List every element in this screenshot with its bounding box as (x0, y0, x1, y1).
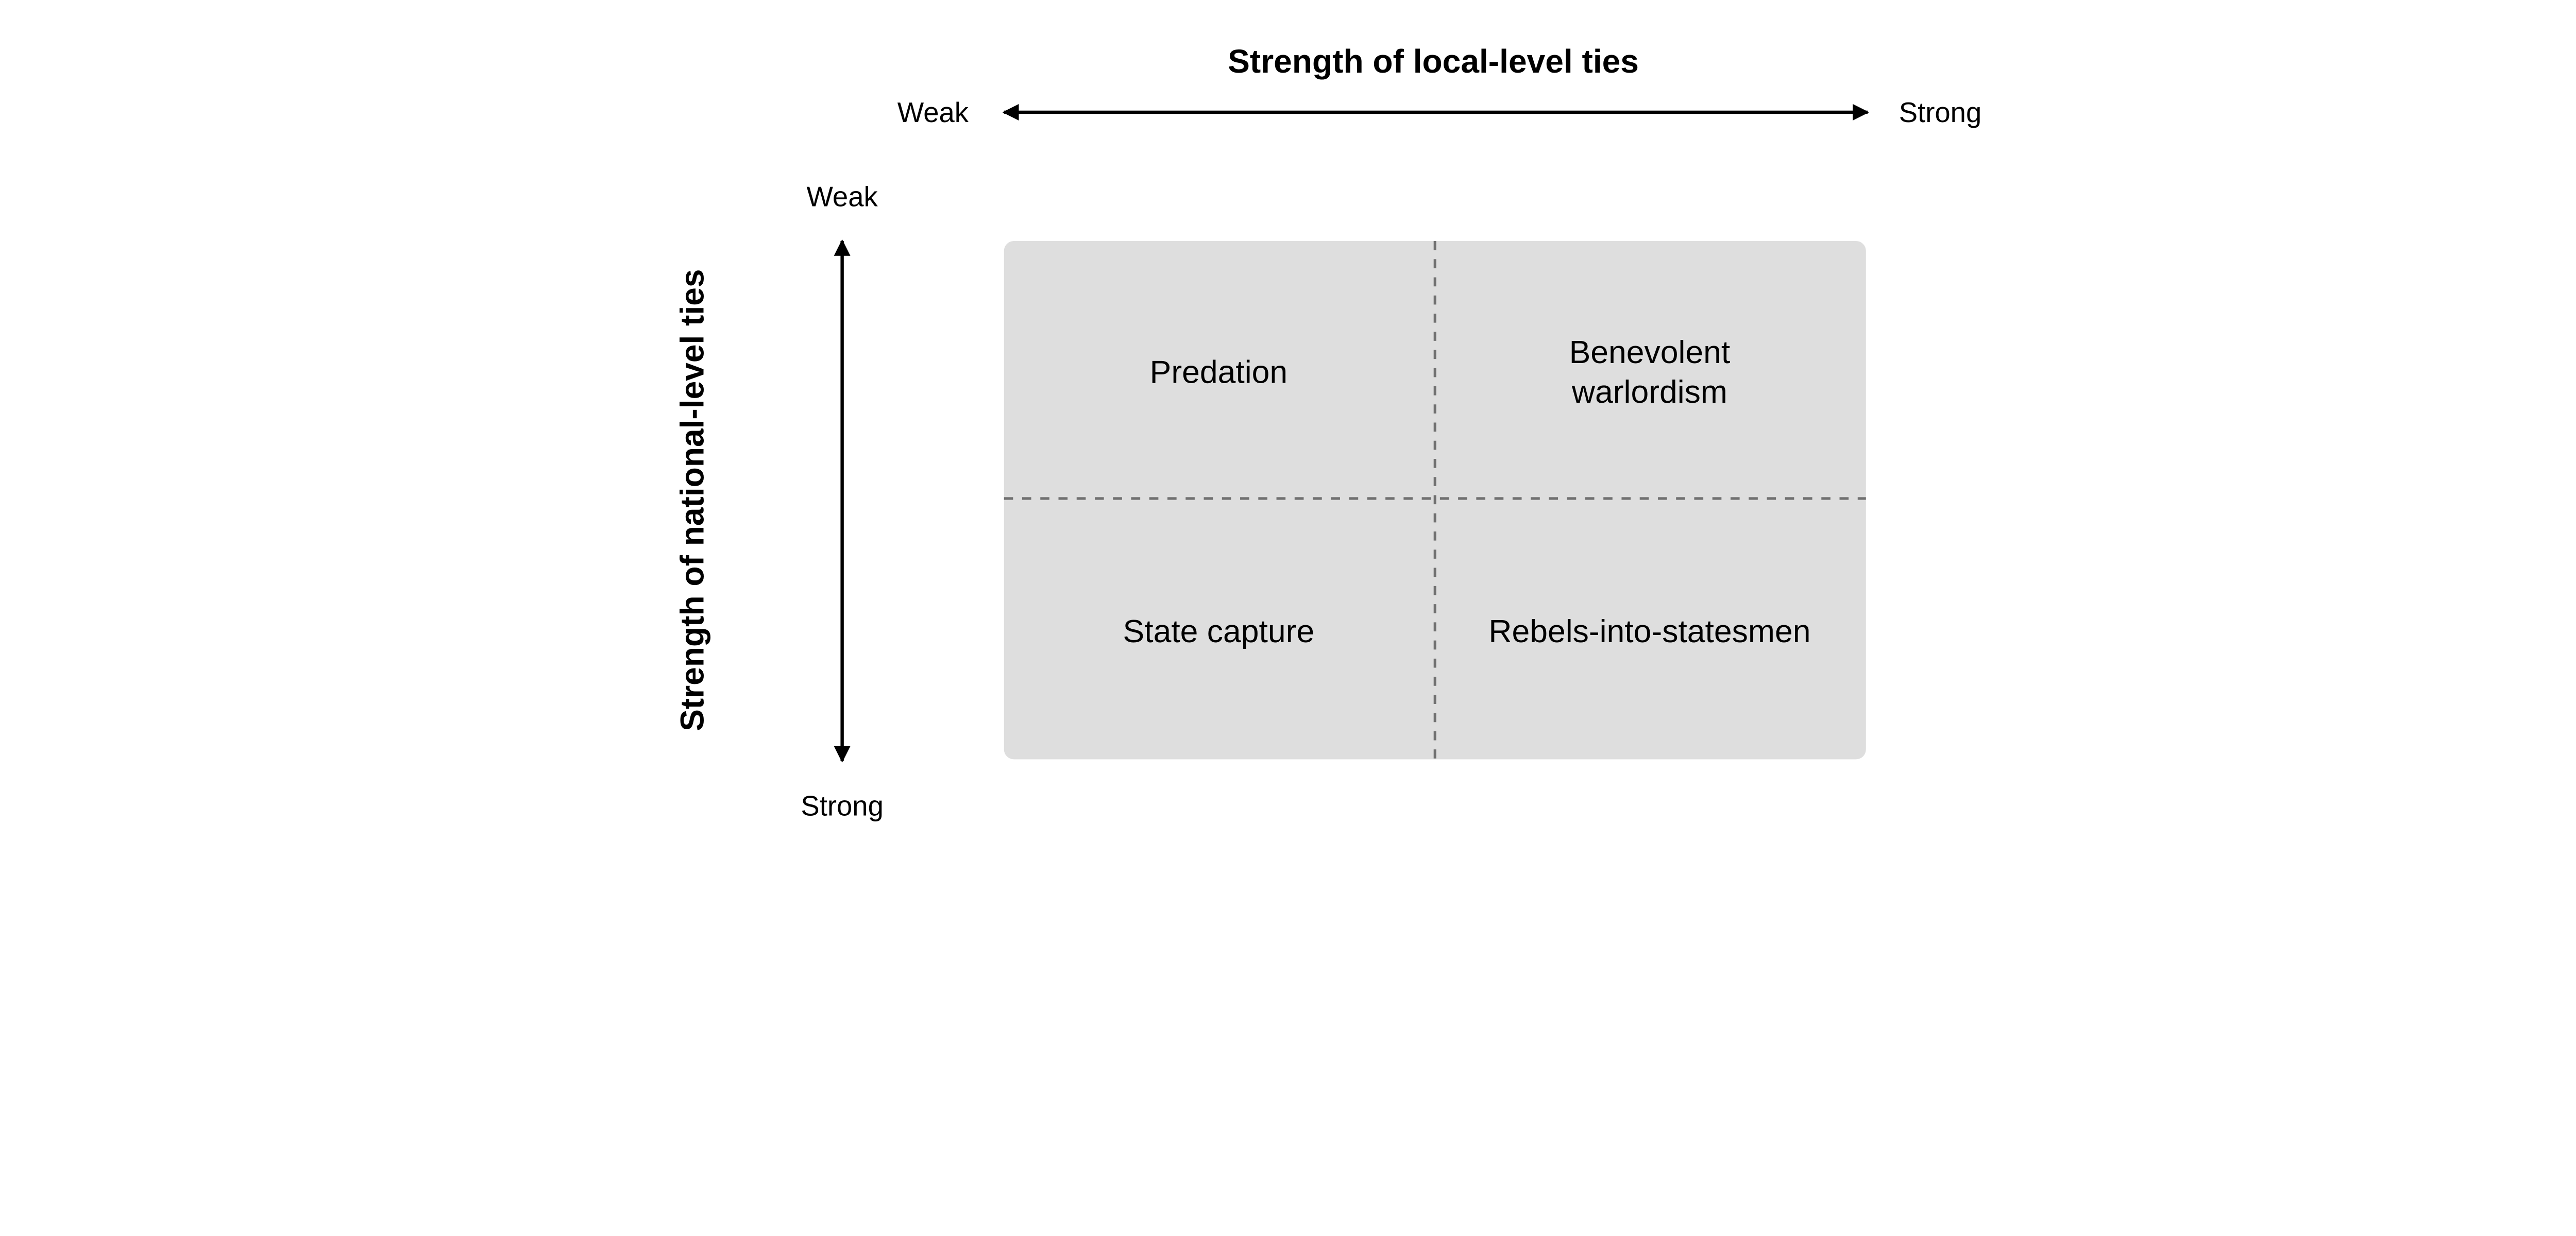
quadrant-rebels-into-statesmen: Rebels-into-statesmen (1488, 613, 1810, 649)
quadrant-predation: Predation (1150, 354, 1287, 390)
quadrant-benevolent-warlordism-line2: warlordism (1571, 374, 1727, 410)
x-axis-title: Strength of local-level ties (1228, 43, 1639, 80)
x-axis-right-label: Strong (1899, 97, 1981, 128)
y-axis-title: Strength of national-level ties (673, 269, 710, 731)
y-axis-bottom-label: Strong (801, 790, 883, 821)
quadrant-benevolent-warlordism-line1: Benevolent (1569, 334, 1731, 370)
quadrant-state-capture: State capture (1123, 613, 1315, 649)
typology-diagram: Strength of local-level ties Weak Strong… (673, 43, 1981, 821)
x-axis-left-label: Weak (897, 97, 969, 128)
y-axis-top-label: Weak (806, 181, 878, 213)
